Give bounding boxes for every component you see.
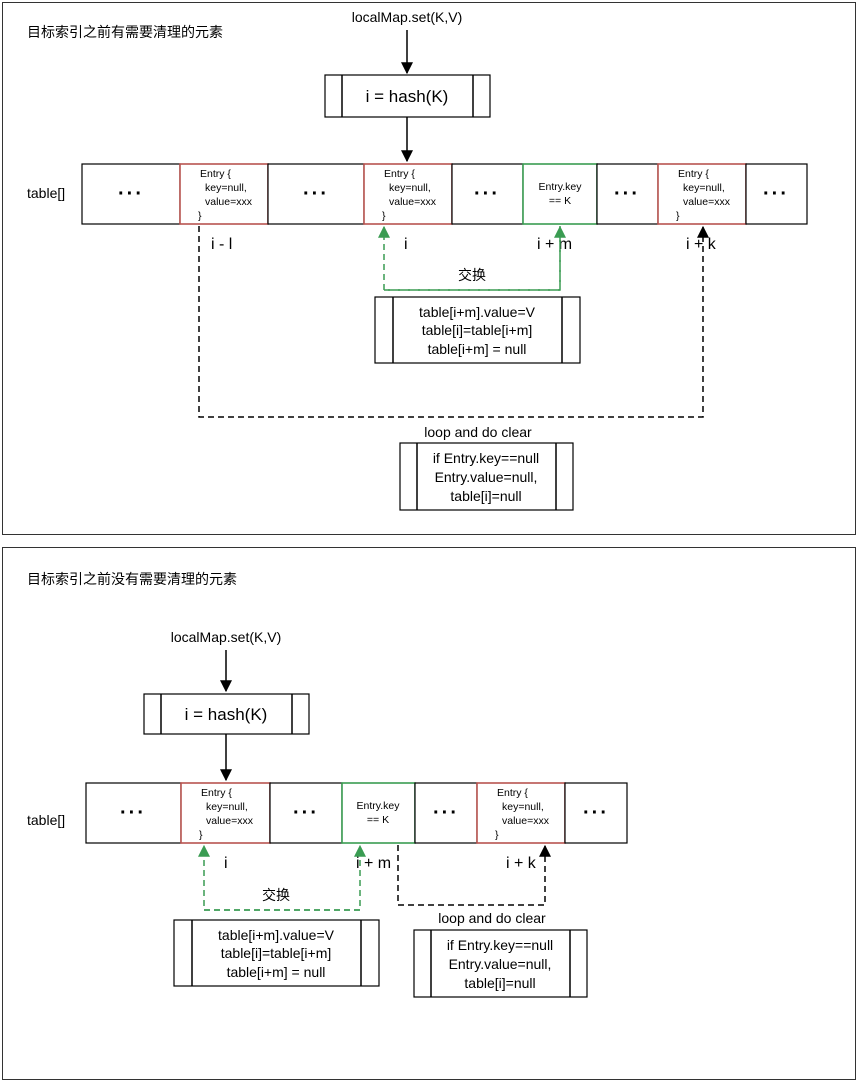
table-cell-entry-i-k [657, 163, 747, 225]
loop-line: Entry.value=null, [435, 469, 538, 485]
table-cell-dots [564, 782, 628, 844]
loop-box: if Entry.key==null Entry.value=null, tab… [413, 929, 588, 998]
panel-without-stale-before: 目标索引之前没有需要清理的元素 localMap.set(K,V) i = ha… [2, 547, 856, 1080]
table-cell-dots [267, 163, 365, 225]
loop-line: table[i]=null [450, 488, 521, 504]
index-i-m: i + m [356, 855, 391, 872]
index-i: i [224, 855, 228, 872]
dots-label: ··· [293, 802, 319, 824]
table-cell-dots [745, 163, 808, 225]
entry-line: key=null, [206, 801, 248, 813]
swap-line: table[i+m].value=V [419, 304, 536, 320]
panel-with-stale-before: 目标索引之前有需要清理的元素 localMap.set(K,V) i = has… [2, 2, 856, 535]
table-label: table[] [27, 185, 65, 201]
swap-box: table[i+m].value=V table[i]=table[i+m] t… [173, 919, 380, 987]
table-cell-entry-i [180, 782, 271, 844]
loop-box: if Entry.key==null Entry.value=null, tab… [399, 442, 574, 511]
index-i: i [404, 236, 408, 253]
dots-label: ··· [303, 183, 329, 205]
loop-line: table[i]=null [464, 975, 535, 991]
loop-arrow [198, 225, 709, 418]
entry-line: } [199, 829, 203, 841]
dots-label: ··· [120, 802, 146, 824]
entry-line: } [676, 210, 680, 222]
index-i-l: i - l [211, 236, 232, 253]
entry-line: Entry { [497, 787, 528, 799]
index-i-k: i + k [506, 855, 537, 872]
index-i-m: i + m [537, 236, 572, 253]
entry-line: } [495, 829, 499, 841]
panel-title: 目标索引之前没有需要清理的元素 [27, 571, 237, 587]
loop-label: loop and do clear [438, 910, 546, 926]
match-line: == K [367, 814, 389, 826]
table-cell-dots [269, 782, 343, 844]
table-cell-match-i-m [522, 163, 598, 225]
table-label: table[] [27, 812, 65, 828]
dots-label: ··· [583, 802, 609, 824]
loop-line: Entry.value=null, [449, 956, 552, 972]
swap-line: table[i+m].value=V [218, 927, 335, 943]
swap-line: table[i]=table[i+m] [422, 322, 533, 338]
entry-line: key=null, [683, 182, 725, 194]
swap-line: table[i+m] = null [227, 964, 326, 980]
index-i-k: i + k [686, 236, 717, 253]
loop-arrow [397, 844, 551, 906]
hash-box: i = hash(K) [324, 74, 491, 118]
hash-label: i = hash(K) [366, 87, 449, 106]
swap-label: 交换 [262, 887, 290, 903]
table-cell-entry-i [363, 163, 453, 225]
match-line: Entry.key [357, 800, 401, 812]
table-row: ··· Entry { key=null, value=xxx } ··· En… [85, 782, 628, 844]
match-line: Entry.key [539, 181, 583, 193]
set-call-label: localMap.set(K,V) [171, 629, 281, 645]
table-cell-dots [85, 782, 182, 844]
dots-label: ··· [433, 802, 459, 824]
swap-arrow-to-i [378, 225, 561, 291]
dots-label: ··· [474, 183, 500, 205]
table-cell-match-i-m [341, 782, 416, 844]
loop-label: loop and do clear [424, 424, 532, 440]
panel-title: 目标索引之前有需要清理的元素 [27, 24, 223, 40]
dots-label: ··· [614, 183, 640, 205]
entry-line: key=null, [502, 801, 544, 813]
table-cell-dots [81, 163, 181, 225]
entry-line: Entry { [201, 787, 232, 799]
table-row: ··· Entry { key=null, value=xxx } ··· En… [81, 163, 808, 225]
entry-line: value=xxx [683, 196, 731, 208]
entry-line: key=null, [205, 182, 247, 194]
swap-arrow-to-i-m [384, 225, 566, 291]
set-call-label: localMap.set(K,V) [352, 9, 462, 25]
hash-box: i = hash(K) [143, 693, 310, 735]
entry-line: Entry { [384, 168, 415, 180]
swap-line: table[i]=table[i+m] [221, 945, 332, 961]
entry-line: Entry { [678, 168, 709, 180]
table-cell-dots [414, 782, 478, 844]
entry-line: key=null, [389, 182, 431, 194]
table-cell-entry-i-l [179, 163, 269, 225]
loop-line: if Entry.key==null [447, 937, 553, 953]
entry-line: } [198, 210, 202, 222]
entry-line: value=xxx [389, 196, 437, 208]
swap-arrow-to-i-m [204, 844, 366, 911]
entry-line: Entry { [200, 168, 231, 180]
entry-line: } [382, 210, 386, 222]
entry-line: value=xxx [502, 815, 550, 827]
hash-label: i = hash(K) [185, 705, 268, 724]
loop-line: if Entry.key==null [433, 450, 539, 466]
dots-label: ··· [118, 183, 144, 205]
match-line: == K [549, 195, 571, 207]
entry-line: value=xxx [205, 196, 253, 208]
swap-box: table[i+m].value=V table[i]=table[i+m] t… [374, 296, 581, 364]
dots-label: ··· [763, 183, 789, 205]
swap-line: table[i+m] = null [428, 341, 527, 357]
swap-label: 交换 [458, 267, 486, 283]
table-cell-entry-i-k [476, 782, 566, 844]
entry-line: value=xxx [206, 815, 254, 827]
